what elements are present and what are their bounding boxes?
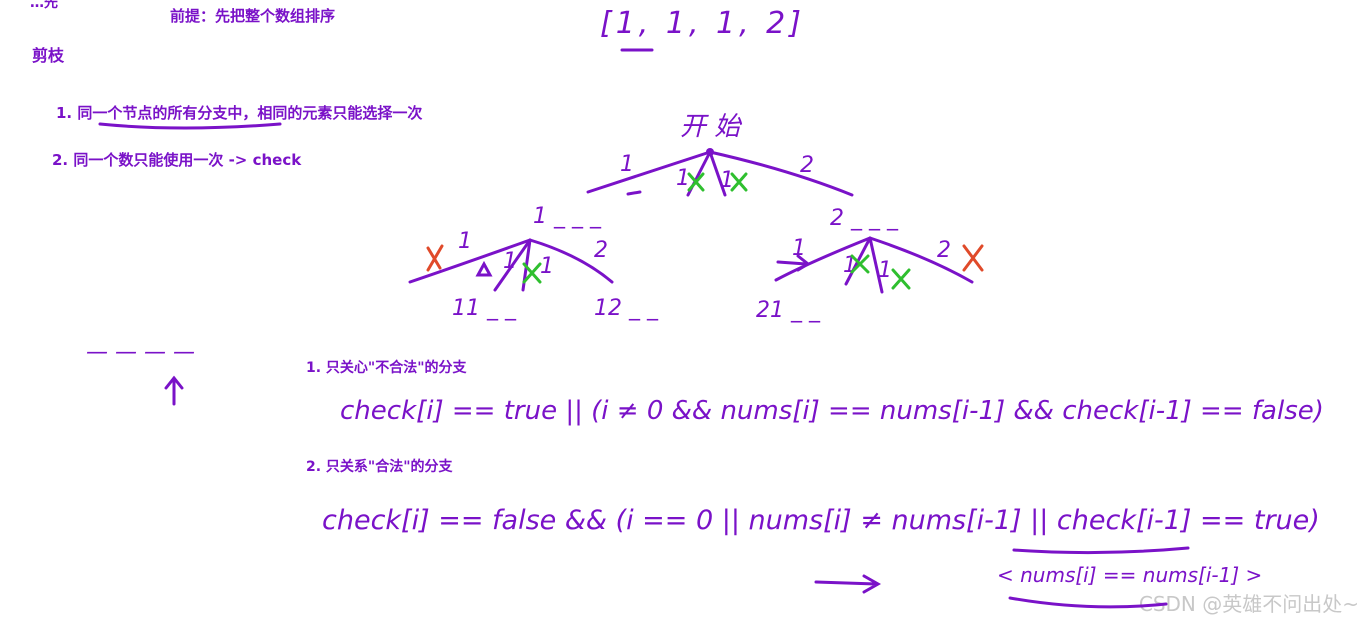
- root-left-tick: [626, 190, 642, 196]
- tree-right-branch-4: 2: [937, 238, 951, 263]
- tree-root-left-label: 1: [620, 152, 634, 177]
- tree-right-branch-3: 1: [878, 258, 892, 283]
- note-condition-1-title: 1. 只关心"不合法"的分支: [306, 360, 467, 376]
- tree-leaf-11: 11 _ _: [452, 296, 516, 321]
- tree-leaf-21: 21 _ _: [756, 298, 820, 323]
- note-rule-1: 1. 同一个节点的所有分支中，相同的元素只能选择一次: [56, 104, 423, 122]
- green-x-root-1: [687, 172, 705, 192]
- hand-condition-3: < nums[i] == nums[i-1] >: [997, 563, 1263, 587]
- tree-right-edge-1: [774, 236, 872, 282]
- tree-left-edge-2: [493, 238, 532, 292]
- tree-right-edge-3: [868, 236, 884, 294]
- hand-condition-2: check[i] == false && (i == 0 || nums[i] …: [322, 505, 1320, 536]
- note-premise: 前提：先把整个数组排序: [170, 7, 336, 25]
- cond3-underline: [1008, 596, 1168, 609]
- triangle-mark: [475, 260, 493, 277]
- tree-right-branch-1: 1: [792, 236, 806, 261]
- tree-leaf-12: 12 _ _: [594, 296, 658, 321]
- tree-root-mid1-label: 1: [676, 166, 690, 191]
- note-prune-heading: 剪枝: [32, 46, 65, 65]
- cond2-arrow: [814, 574, 882, 594]
- tree-root-edge-mid2: [708, 150, 727, 197]
- tree-node-right-label: 2 _ _ _: [830, 206, 898, 231]
- rule1-underline: [98, 122, 282, 130]
- note-rule-2: 2. 同一个数只能使用一次 -> check: [52, 151, 302, 169]
- cond2-underline: [1012, 546, 1190, 555]
- watermark: CSDN @英雄不问出处~: [1138, 592, 1359, 616]
- tree-left-branch-2: 1: [503, 249, 517, 274]
- slot-up-arrow: [164, 375, 184, 406]
- note-top-cut: …先: [30, 0, 58, 11]
- tree-left-edge-4: [528, 238, 614, 284]
- hand-start-label: 开 始: [680, 112, 741, 142]
- tree-right-edge-4: [868, 236, 974, 284]
- tree-root-right-label: 2: [800, 153, 814, 178]
- tree-root-edge-right: [708, 150, 854, 197]
- tree-left-edge-1: [408, 238, 532, 284]
- hand-slots: — — — —: [86, 340, 195, 365]
- green-x-root-2: [730, 172, 748, 192]
- green-x-left: [522, 262, 542, 284]
- green-x-right-2: [891, 268, 911, 290]
- note-condition-2-title: 2. 只关系"合法"的分支: [306, 459, 453, 475]
- hand-array: [1, 1, 1, 2]: [600, 6, 805, 41]
- tree-root-edge-left: [586, 150, 712, 194]
- hand-condition-1: check[i] == true || (i ≠ 0 && nums[i] ==…: [340, 396, 1324, 426]
- red-x-right: [962, 244, 984, 272]
- tree-left-branch-4: 2: [594, 238, 608, 263]
- arrow-right-branch: [776, 254, 811, 272]
- tree-left-branch-1: 1: [458, 229, 472, 254]
- green-x-right-1: [850, 254, 870, 274]
- tree-node-left-label: 1 _ _ _: [533, 204, 601, 229]
- red-x-left: [426, 244, 444, 272]
- tree-left-branch-3: 1: [540, 254, 554, 279]
